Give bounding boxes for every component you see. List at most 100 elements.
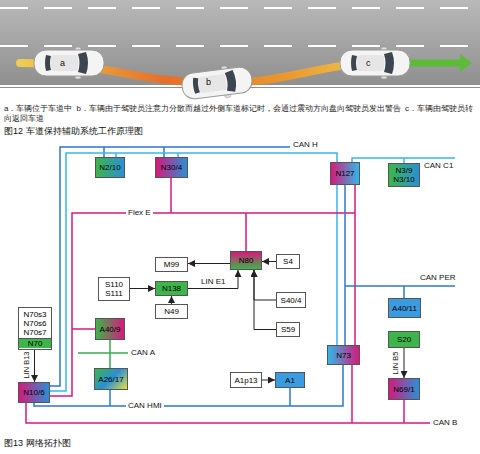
signal-connector xyxy=(130,288,155,289)
car-letter: b xyxy=(206,77,211,87)
figure-legend-text: b．车辆由于驾驶员注意力分散而越过外侧车道标记时，会通过震动方向盘向驾驶员发出警… xyxy=(76,104,400,113)
can-h-bus xyxy=(40,147,290,386)
ecu-box: A40/9 xyxy=(95,318,125,340)
label-holder: CAN A xyxy=(131,348,155,358)
ecu-box: N3/9N3/10 xyxy=(388,163,420,187)
label-holder: CAN HMI xyxy=(126,401,164,411)
bus-label: LIN B5 xyxy=(391,352,400,375)
ecu-box: S59 xyxy=(276,322,300,337)
label-holder: a xyxy=(60,58,65,68)
ecu-box: S40/4 xyxy=(276,292,306,308)
ecu-label: N69/1 xyxy=(391,385,417,394)
direction-arrowhead xyxy=(460,54,472,72)
can-b-bus xyxy=(26,392,430,423)
bus-label: CAN HMI xyxy=(126,401,164,410)
ecu-label: N70s6 xyxy=(19,319,51,328)
ecu-box: N127 xyxy=(330,162,360,185)
ecu-label: S20 xyxy=(391,335,417,344)
edge-label-holder: LIN E1 xyxy=(201,277,225,287)
ecu-label: A26/17 xyxy=(97,375,125,384)
bus-label: CAN A xyxy=(131,348,155,357)
ecu-box: A40/11 xyxy=(388,298,421,318)
bus-label: CAN C1 xyxy=(424,161,453,170)
ecu-label: N70 xyxy=(21,339,49,348)
ecu-label: N80 xyxy=(233,256,259,265)
bus-label: CAN H xyxy=(293,140,318,149)
bus-line xyxy=(354,174,356,355)
ecu-box: M99 xyxy=(155,257,188,272)
car-letter: a xyxy=(60,58,65,68)
ecu-label: N3/9 xyxy=(391,166,417,175)
bus-label: Flex E xyxy=(126,208,153,217)
label-holder: CAN PER xyxy=(420,273,456,283)
bus-line xyxy=(344,174,346,355)
ecu-box: N70s3N70s6N70s7N70 xyxy=(18,307,52,350)
ecu-box: N80 xyxy=(230,251,262,270)
lane-marking xyxy=(0,7,480,9)
ecu-box: N69/1 xyxy=(388,378,420,400)
label-holder: c xyxy=(366,58,371,68)
flex-e-bus xyxy=(40,213,355,396)
ecu-label: S59 xyxy=(279,325,297,334)
bus-lines xyxy=(26,147,455,423)
ecu-label: N3/10 xyxy=(391,175,417,184)
ecu-label: S4 xyxy=(279,257,297,266)
ecu-label: N70s7 xyxy=(19,328,51,337)
lane-marking xyxy=(0,45,480,47)
signal-connector xyxy=(188,263,230,264)
label-holder: 图12 车道保持辅助系统工作原理图 xyxy=(4,126,143,136)
bus-label: LIN B13 xyxy=(22,351,31,378)
ecu-label: M99 xyxy=(158,260,185,269)
ecu-label: N73 xyxy=(330,351,357,360)
ecu-label: A1p13 xyxy=(233,376,259,385)
ecu-box: A1p13 xyxy=(230,372,262,388)
label-holder: CAN C1 xyxy=(424,161,453,171)
bus-line xyxy=(40,153,337,391)
car xyxy=(180,63,253,103)
can-hmi-bus xyxy=(34,355,343,406)
can-a-bus xyxy=(78,352,128,354)
label-holder: CAN B xyxy=(433,418,457,428)
figure-caption: 图13 网络拓扑图 xyxy=(4,438,71,448)
ecu-label: N127 xyxy=(333,169,357,178)
ecu-label: N138 xyxy=(158,284,185,293)
ecu-box: N138 xyxy=(155,281,188,296)
ecu-label: N49 xyxy=(158,307,185,316)
ecu-label: N2/10 xyxy=(98,163,122,172)
ecu-label: N10/6 xyxy=(21,388,47,397)
edge-label-holder: LIN B13 xyxy=(22,351,32,378)
signal-connector xyxy=(188,270,238,289)
car-letter: c xyxy=(366,58,371,68)
signal-connector xyxy=(262,261,276,262)
ecu-box: N73 xyxy=(327,345,360,365)
ecu-box: S4 xyxy=(276,254,300,269)
figure-legend-text: a．车辆位于车道中 xyxy=(4,104,72,113)
label-holder: b xyxy=(206,77,211,87)
signal-connector xyxy=(171,296,172,304)
ecu-label: A40/9 xyxy=(98,325,122,334)
ecu-box: N2/10 xyxy=(95,157,125,178)
bus-label: CAN PER xyxy=(420,273,456,282)
signal-connector xyxy=(254,270,276,330)
bus-label: CAN B xyxy=(433,418,457,427)
figure-caption: 图12 车道保持辅助系统工作原理图 xyxy=(4,126,143,136)
car xyxy=(34,47,104,79)
bus-label: LIN E1 xyxy=(201,277,225,286)
ecu-box: S110S111 xyxy=(98,277,130,301)
figure-legend: a．车辆位于车道中 b．车辆由于驾驶员注意力分散而越过外侧车道标记时，会通过震动方… xyxy=(4,104,476,124)
signal-connector xyxy=(34,348,35,382)
ecu-box: N10/6 xyxy=(18,382,50,403)
ecu-label: N30/4 xyxy=(158,163,185,172)
signal-connector xyxy=(262,380,275,381)
ecu-box: N49 xyxy=(155,304,188,319)
bus-drop xyxy=(351,355,353,423)
edge-label-holder: LIN B5 xyxy=(391,352,401,375)
ecu-box: N30/4 xyxy=(155,157,188,178)
label-holder: CAN H xyxy=(293,140,318,150)
ecu-box: N70 xyxy=(19,338,51,348)
signal-connector xyxy=(254,270,276,300)
can-per-bus xyxy=(345,285,455,287)
ecu-label: S111 xyxy=(101,289,127,298)
